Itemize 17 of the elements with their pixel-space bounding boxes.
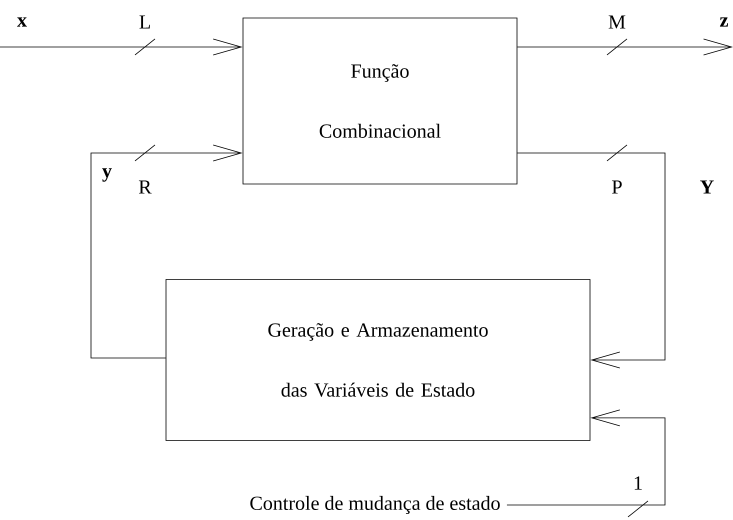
arrow [517, 38, 733, 56]
process-box: Geração e Armazenamento das Variáveis de Estado [166, 279, 590, 441]
input-text: Controle de mudança de estado [250, 496, 500, 514]
signal-label: z [720, 17, 728, 27]
bus-width-label: L [139, 15, 150, 29]
signal-label: y [102, 168, 112, 182]
signal-label: x [17, 17, 27, 27]
arrow [0, 38, 243, 56]
bus-width-label: R [138, 180, 152, 194]
bus-width-label: 1 [634, 476, 642, 490]
arrow [517, 152, 666, 368]
arrow [506, 410, 666, 506]
process-box: Função Combinacional [242, 18, 518, 184]
bus-width-label: P [612, 180, 622, 194]
signal-label: Y [700, 180, 714, 194]
bus-width-label: M [608, 15, 626, 29]
arrow [90, 144, 243, 358]
